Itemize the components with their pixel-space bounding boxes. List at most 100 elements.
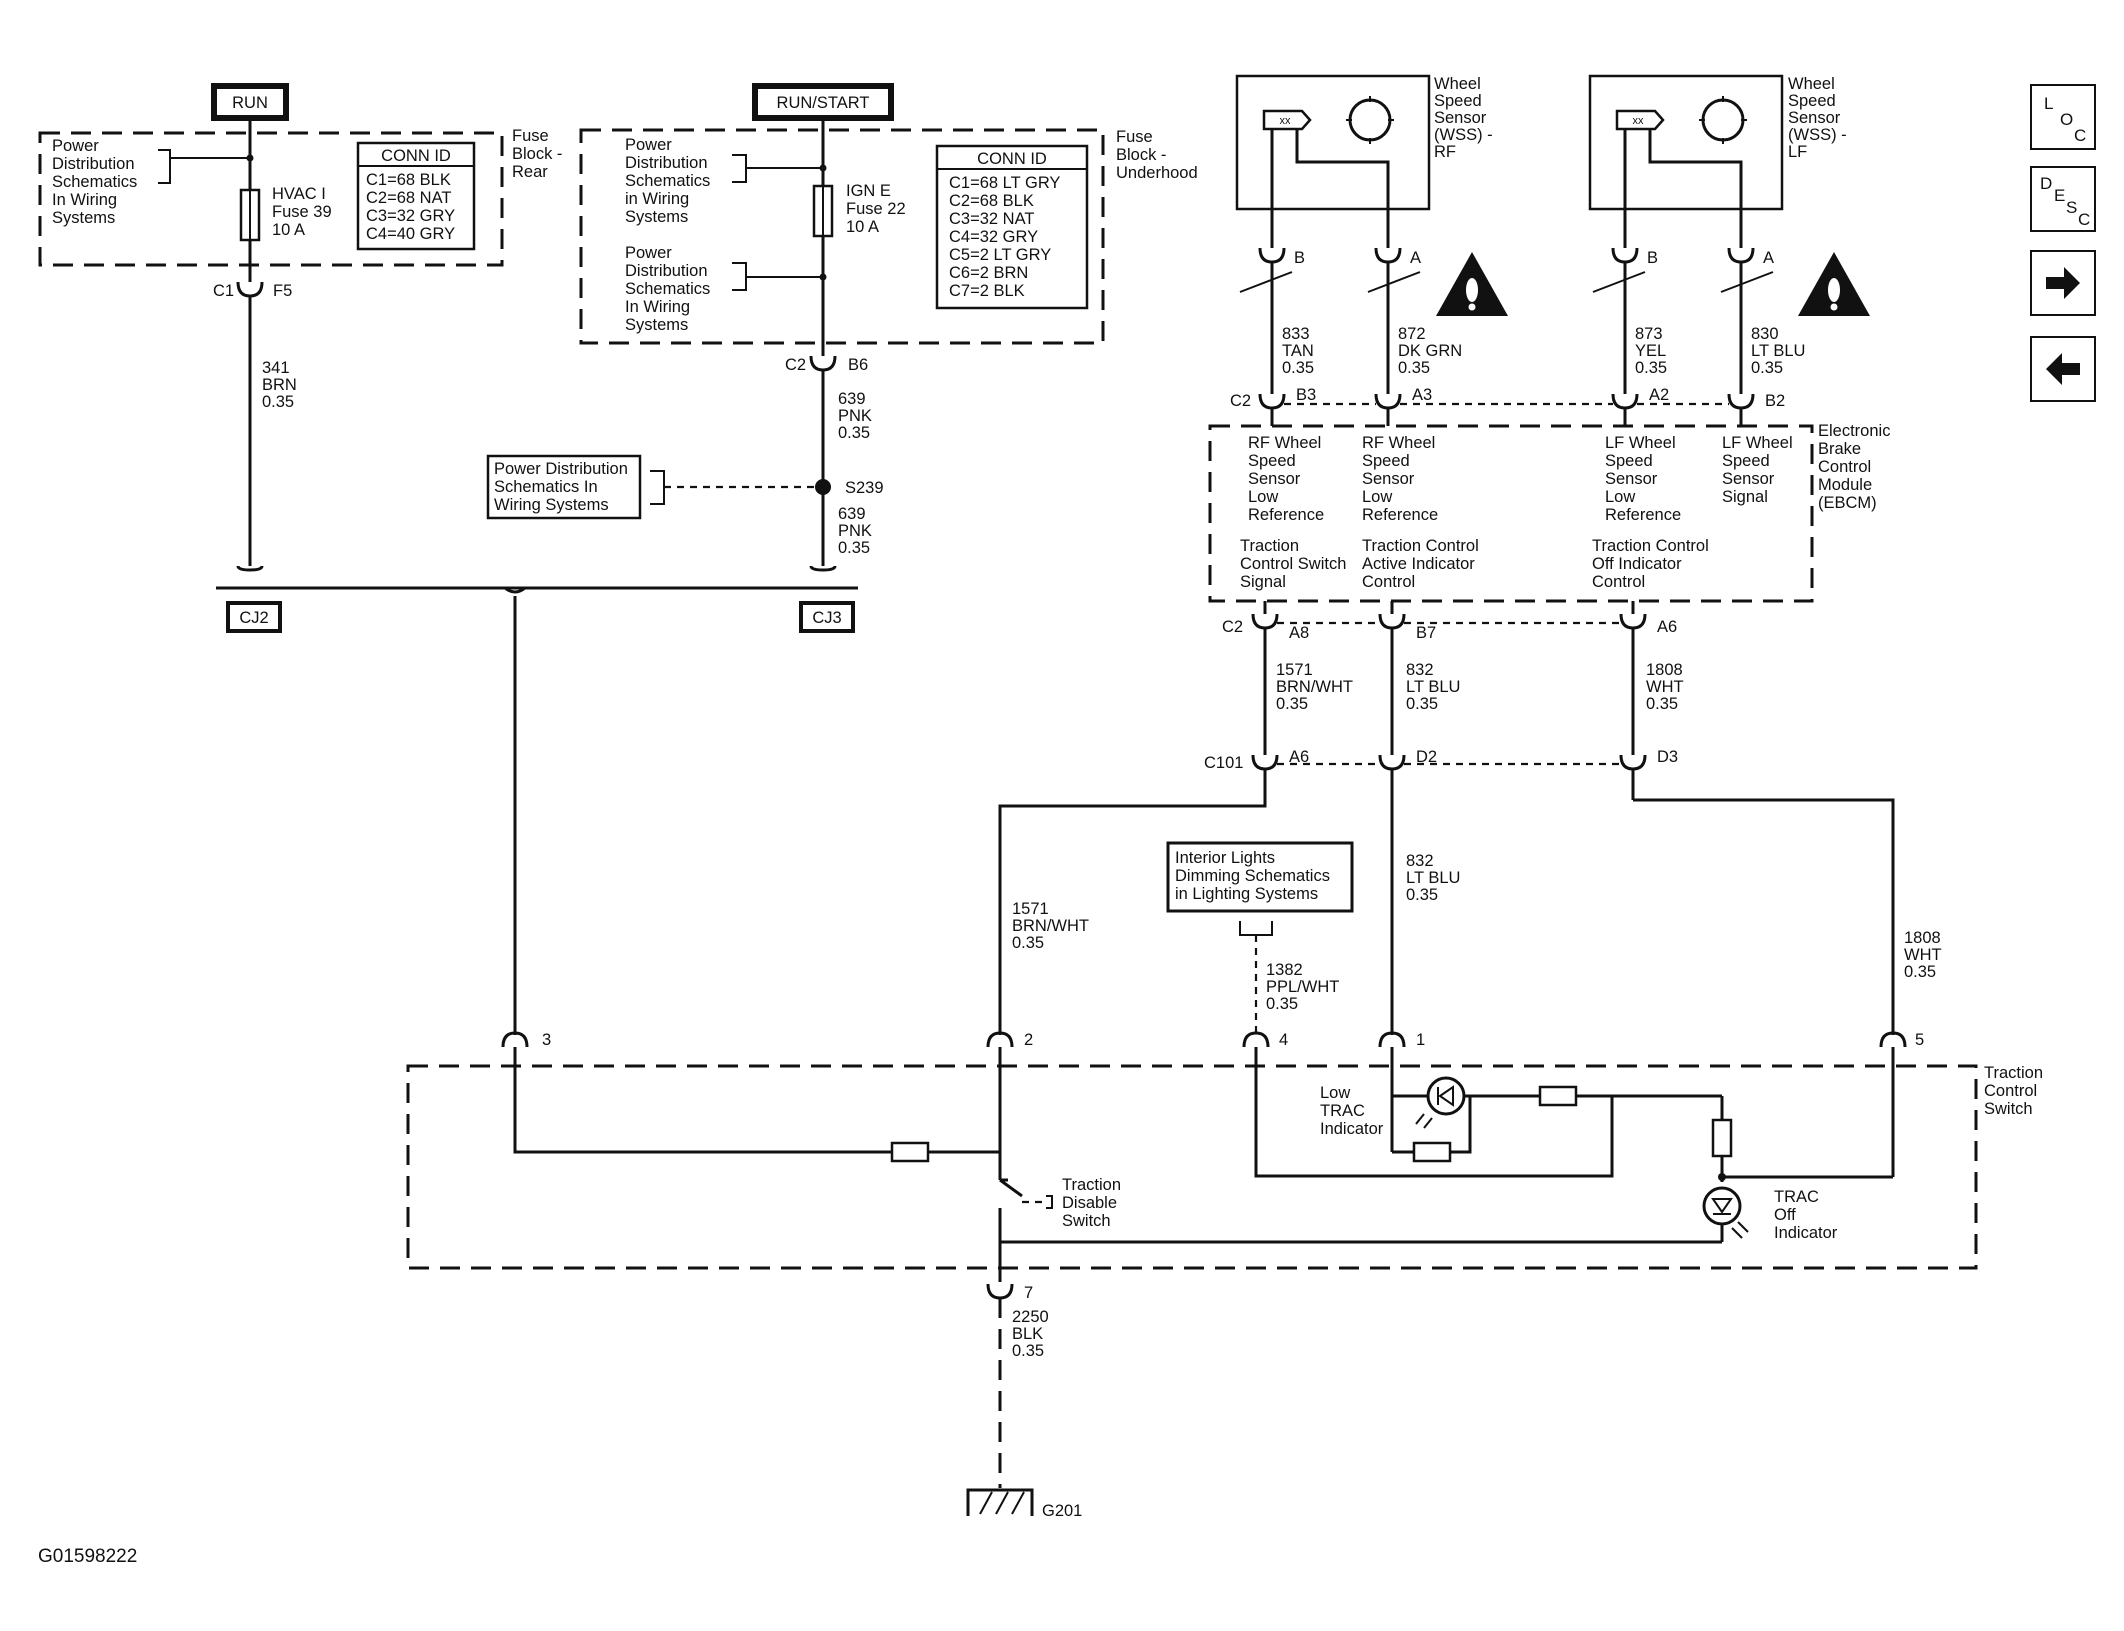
run-start-label: RUN/START	[777, 94, 870, 112]
wire-1808b-label: 1808 WHT 0.35	[1904, 929, 1946, 981]
wire-2250-label: 2250 BLK 0.35	[1012, 1308, 1053, 1360]
a6-label: A6	[1657, 618, 1677, 636]
run-start-power-label: RUN/START	[752, 83, 894, 121]
trac-disable-label: Traction Disable Switch	[1062, 1176, 1126, 1230]
pds-box-text: Power Distribution Schematics In Wiring …	[494, 460, 632, 514]
desc-letter-d: D	[2040, 174, 2053, 193]
s239-label: S239	[845, 479, 884, 497]
ebcm-lf-signal: LF Wheel Speed Sensor Signal	[1722, 434, 1797, 506]
location-button[interactable]: L O C	[2030, 84, 2096, 150]
a8-label: A8	[1289, 624, 1309, 642]
description-button[interactable]: D E S C	[2030, 166, 2096, 232]
ebcm-rf-low-ref: RF Wheel Speed Sensor Low Reference	[1248, 434, 1326, 524]
d2-label: D2	[1416, 748, 1437, 766]
ebcm-rf-low-ref-2: RF Wheel Speed Sensor Low Reference	[1362, 434, 1440, 524]
wire-639a-label: 639 PNK 0.35	[838, 390, 877, 442]
svg-text:xx: xx	[1280, 115, 1292, 127]
wss-lf: xx	[1588, 74, 1784, 211]
rf-pin-b: B	[1294, 249, 1305, 267]
pin-5-label: 5	[1915, 1031, 1924, 1049]
ground-g201-icon	[966, 1488, 1034, 1516]
c2-b6-conn-label: C2	[785, 356, 806, 374]
interior-lights-box-text: Interior Lights Dimming Schematics in Li…	[1175, 849, 1335, 903]
figure-id-label: G01598222	[38, 1546, 137, 1567]
c2-top-conn-label: C2	[1230, 392, 1251, 410]
conn-id-header-underhood: CONN ID	[977, 150, 1047, 168]
fuse-block-rear-label: Fuse Block - Rear	[512, 127, 567, 181]
a2-label: A2	[1649, 386, 1669, 404]
next-page-button[interactable]	[2030, 250, 2096, 316]
loc-letter-o: O	[2060, 110, 2074, 129]
previous-page-button[interactable]	[2030, 336, 2096, 402]
wire-873-label: 873 YEL 0.35	[1635, 325, 1670, 377]
wss-rf-label: Wheel Speed Sensor (WSS) - RF	[1434, 75, 1497, 161]
desc-letter-e: E	[2054, 186, 2066, 205]
loc-letter-c: C	[2074, 126, 2087, 145]
svg-text:xx: xx	[1633, 115, 1645, 127]
underhood-conn-list: C1=68 LT GRY C2=68 BLK C3=32 NAT C4=32 G…	[949, 174, 1065, 300]
wire-872-label: 872 DK GRN 0.35	[1398, 325, 1467, 377]
arrow-left-icon	[2046, 353, 2080, 385]
ebcm-tc-off: Traction Control Off Indicator Control	[1592, 537, 1713, 591]
b7-label: B7	[1416, 624, 1436, 642]
wire-832a-label: 832 LT BLU 0.35	[1406, 661, 1465, 713]
rear-conn-list: C1=68 BLK C2=68 NAT C3=32 GRY C4=40 GRY	[366, 171, 459, 243]
d3-label: D3	[1657, 748, 1678, 766]
wss-lf-label: Wheel Speed Sensor (WSS) - LF	[1788, 75, 1851, 161]
rf-pin-a: A	[1410, 249, 1421, 267]
a3-label: A3	[1412, 386, 1432, 404]
underhood-pds1-text: Power Distribution Schematics in Wiring …	[625, 136, 715, 226]
run-label: RUN	[232, 94, 268, 112]
hvac-fuse-label: HVAC I Fuse 39 10 A	[272, 185, 336, 239]
pin-1-label: 1	[1416, 1031, 1425, 1049]
c1-label: C1	[213, 282, 234, 300]
b2-label: B2	[1765, 392, 1785, 410]
rear-pds-text: Power Distribution Schematics In Wiring …	[52, 137, 142, 227]
ebcm-tc-active: Traction Control Active Indicator Contro…	[1362, 537, 1483, 591]
wire-833-label: 833 TAN 0.35	[1282, 325, 1318, 377]
b3-label: B3	[1296, 386, 1316, 404]
c2-bottom-conn-label: C2	[1222, 618, 1243, 636]
ebcm-tcs-signal: Traction Control Switch Signal	[1240, 537, 1351, 591]
f5-label: F5	[273, 282, 292, 300]
wire-1571a-label: 1571 BRN/WHT 0.35	[1276, 661, 1357, 713]
pin-4-label: 4	[1279, 1031, 1288, 1049]
warning-icon-rf	[1436, 252, 1508, 316]
wire-1571b-label: 1571 BRN/WHT 0.35	[1012, 900, 1093, 952]
ign-fuse-label: IGN E Fuse 22 10 A	[846, 182, 910, 236]
lf-pin-a: A	[1763, 249, 1774, 267]
wss-rf: xx	[1235, 74, 1431, 211]
underhood-pds2-text: Power Distribution Schematics In Wiring …	[625, 244, 715, 334]
cj3-label: CJ3	[812, 609, 841, 627]
fuse-block-underhood-label: Fuse Block - Underhood	[1116, 128, 1198, 182]
low-trac-label: Low TRAC Indicator	[1320, 1084, 1384, 1138]
wire-830-label: 830 LT BLU 0.35	[1751, 325, 1810, 377]
pin-3-label: 3	[542, 1031, 551, 1049]
conn-id-header-rear: CONN ID	[381, 147, 451, 165]
c101-label: C101	[1204, 754, 1243, 772]
ebcm-lf-low-ref: LF Wheel Speed Sensor Low Reference	[1605, 434, 1681, 524]
wire-639b-label: 639 PNK 0.35	[838, 505, 877, 557]
wire-832b-label: 832 LT BLU 0.35	[1406, 852, 1465, 904]
pin-7-label: 7	[1024, 1284, 1033, 1302]
splice-s239	[815, 479, 831, 495]
desc-letter-s: S	[2066, 198, 2078, 217]
run-power-label: RUN	[211, 83, 289, 121]
wire-341-label: 341 BRN 0.35	[262, 359, 301, 411]
warning-icon-lf	[1798, 252, 1870, 316]
a6b-label: A6	[1289, 748, 1309, 766]
desc-letter-c: C	[2078, 210, 2091, 229]
g201-label: G201	[1042, 1502, 1082, 1520]
arrow-right-icon	[2046, 267, 2080, 299]
pin-2-label: 2	[1024, 1031, 1033, 1049]
ebcm-name-label: Electronic Brake Control Module (EBCM)	[1818, 422, 1895, 512]
trac-off-indicator-lamp	[1702, 1186, 1742, 1226]
b6-label: B6	[848, 356, 868, 374]
tcs-name-label: Traction Control Switch	[1984, 1064, 2048, 1118]
wire-1808a-label: 1808 WHT 0.35	[1646, 661, 1688, 713]
lf-pin-b: B	[1647, 249, 1658, 267]
wire-1382-label: 1382 PPL/WHT 0.35	[1266, 961, 1344, 1013]
loc-letter-l: L	[2044, 94, 2054, 113]
